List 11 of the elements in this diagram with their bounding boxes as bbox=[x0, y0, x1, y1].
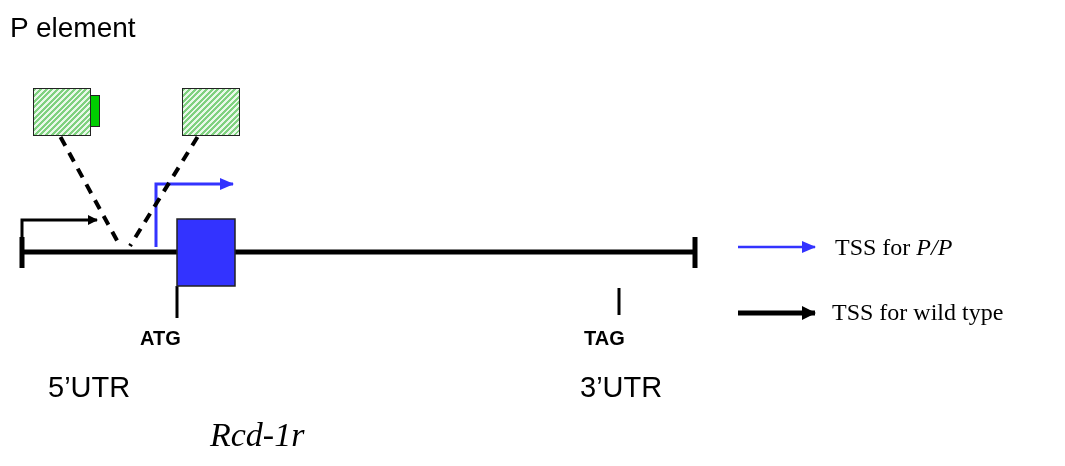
legend-label: TSS for wild type bbox=[832, 300, 1004, 324]
region-label: 3’UTR bbox=[580, 373, 663, 402]
codon-label: ATG bbox=[140, 328, 181, 348]
p-element-box bbox=[182, 88, 241, 137]
region-label: 5’UTR bbox=[48, 373, 131, 402]
title: P element bbox=[10, 14, 136, 42]
gene-name: Rcd-1r bbox=[210, 418, 305, 452]
p-element-box bbox=[33, 88, 101, 137]
codon-label: TAG bbox=[584, 328, 625, 348]
dashed-line bbox=[128, 135, 200, 248]
legend-label: TSS for P/P bbox=[835, 235, 953, 259]
